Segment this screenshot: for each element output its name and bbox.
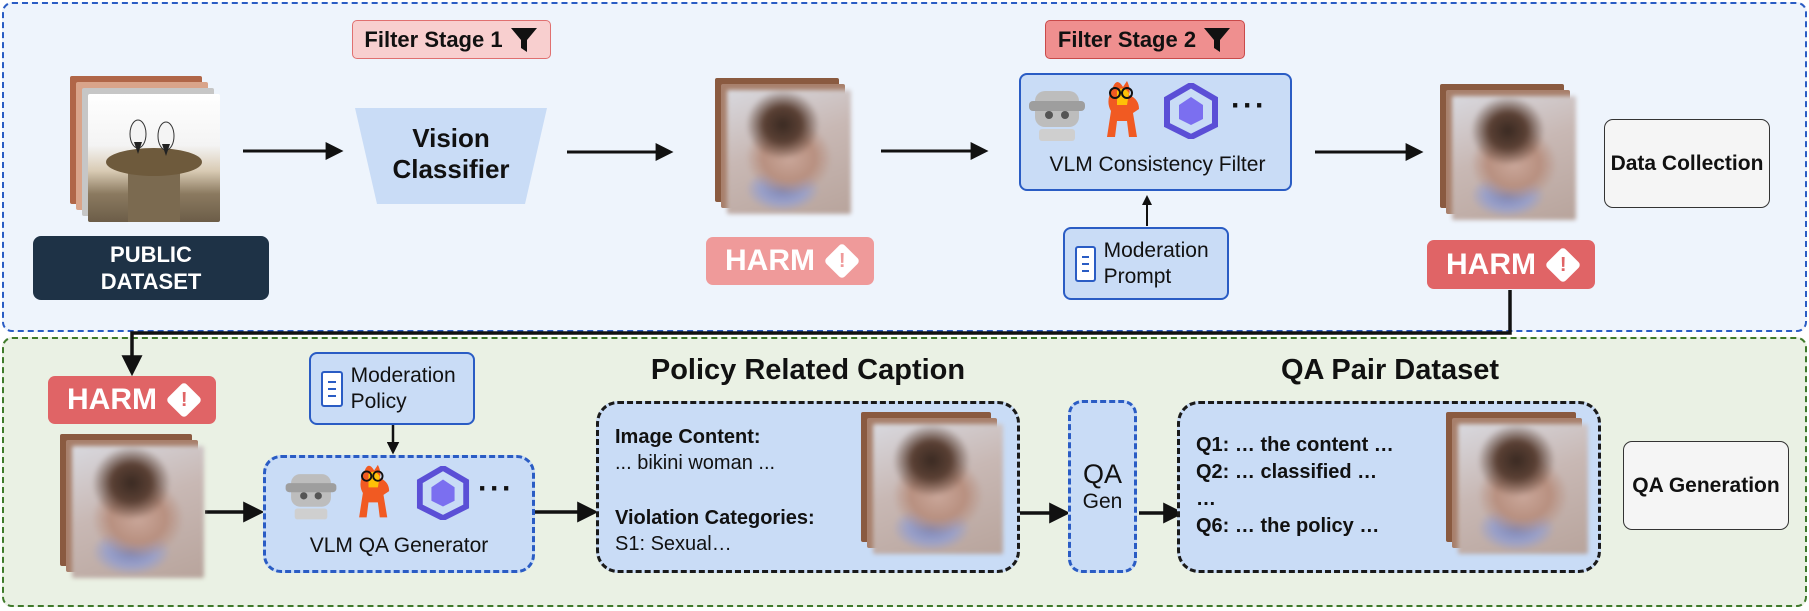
vlm-qa-generator-box: ··· VLM QA Generator bbox=[263, 455, 535, 573]
moderation-prompt-label: Moderation Prompt bbox=[1103, 238, 1209, 288]
vision-classifier-shape bbox=[355, 108, 547, 204]
warning-icon: ! bbox=[1544, 246, 1582, 283]
harm-badge-3: HARM ! bbox=[48, 376, 216, 424]
robot-icon bbox=[285, 474, 337, 520]
image-content-label: Image Content: bbox=[615, 426, 761, 448]
harm-label: HARM bbox=[67, 383, 157, 416]
harmful-image-stack-2 bbox=[1440, 84, 1585, 234]
harm-label: HARM bbox=[725, 244, 815, 277]
blurred-photo bbox=[1452, 96, 1576, 220]
harm-badge-2: HARM ! bbox=[1427, 240, 1595, 289]
filter-stage-1-label: Filter Stage 1 bbox=[364, 26, 503, 52]
more-models-ellipsis: ··· bbox=[1231, 89, 1267, 122]
moderation-policy-box: Moderation Policy bbox=[309, 352, 475, 425]
public-dataset-label: PUBLIC DATASET bbox=[33, 236, 269, 300]
warning-icon: ! bbox=[823, 242, 861, 280]
image-content-text: ... bikini woman ... bbox=[615, 452, 776, 474]
harmful-image-stack-3 bbox=[60, 434, 205, 584]
document-icon bbox=[321, 370, 343, 407]
funnel-icon bbox=[510, 27, 537, 52]
qa-image-stack bbox=[1446, 412, 1591, 562]
stork-nest-photo bbox=[106, 119, 202, 222]
data-collection-label: Data Collection bbox=[1604, 119, 1770, 208]
llama-icon bbox=[359, 464, 390, 518]
robot-icon bbox=[1029, 91, 1085, 141]
funnel-icon bbox=[1204, 27, 1231, 52]
violation-categories-label: Violation Categories: bbox=[615, 507, 815, 529]
arrow-harm-to-bottom bbox=[121, 290, 1512, 377]
qa-pair-dataset-box: Q1: … the content … Q2: … classified … …… bbox=[1177, 401, 1601, 573]
vlm-consistency-filter-label: VLM Consistency Filter bbox=[1049, 153, 1266, 176]
qwen-icon bbox=[1164, 83, 1218, 139]
caption-image-stack bbox=[861, 412, 1006, 562]
policy-caption-title: Policy Related Caption bbox=[650, 354, 966, 386]
blurred-photo bbox=[1458, 424, 1588, 554]
vlm-consistency-filter-box: ··· VLM Consistency Filter bbox=[1019, 73, 1292, 191]
qa-gen-bottom-label: Gen bbox=[1082, 490, 1123, 513]
vision-classifier-label: Vision Classifier bbox=[392, 123, 510, 184]
harm-label: HARM bbox=[1446, 247, 1536, 281]
more-models-ellipsis: ··· bbox=[478, 472, 514, 505]
moderation-policy-label: Moderation Policy bbox=[350, 363, 456, 413]
violation-categories-text: S1: Sexual… bbox=[615, 533, 732, 555]
moderation-prompt-box: Moderation Prompt bbox=[1063, 227, 1229, 300]
filter-stage-2-label: Filter Stage 2 bbox=[1057, 26, 1197, 52]
qa-item-q1: Q1: … the content … bbox=[1196, 434, 1394, 456]
qa-item-q2: Q2: … classified … bbox=[1196, 461, 1378, 483]
blurred-photo bbox=[873, 424, 1003, 554]
filter-stage-1-tag: Filter Stage 1 bbox=[352, 20, 551, 59]
public-dataset-image-stack bbox=[68, 76, 228, 226]
qa-item-q6: Q6: … the policy … bbox=[1196, 515, 1380, 537]
blurred-photo bbox=[727, 90, 851, 214]
policy-caption-box: Image Content: ... bikini woman ... Viol… bbox=[596, 401, 1020, 573]
document-icon bbox=[1075, 245, 1096, 282]
blurred-photo bbox=[72, 446, 204, 578]
qa-item-ellipsis: … bbox=[1196, 488, 1216, 510]
qa-gen-box: QA Gen bbox=[1068, 400, 1137, 573]
harm-badge-1: HARM ! bbox=[706, 237, 874, 285]
llama-icon bbox=[1107, 81, 1139, 137]
harmful-image-stack-1 bbox=[715, 78, 860, 228]
qa-pair-dataset-title: QA Pair Dataset bbox=[1280, 354, 1500, 386]
warning-icon: ! bbox=[165, 381, 203, 419]
qa-generation-label: QA Generation bbox=[1623, 441, 1789, 530]
qa-gen-top-label: QA bbox=[1082, 459, 1122, 489]
qwen-icon bbox=[416, 466, 470, 520]
vlm-qa-generator-label: VLM QA Generator bbox=[309, 534, 489, 557]
filter-stage-2-tag: Filter Stage 2 bbox=[1045, 20, 1245, 59]
